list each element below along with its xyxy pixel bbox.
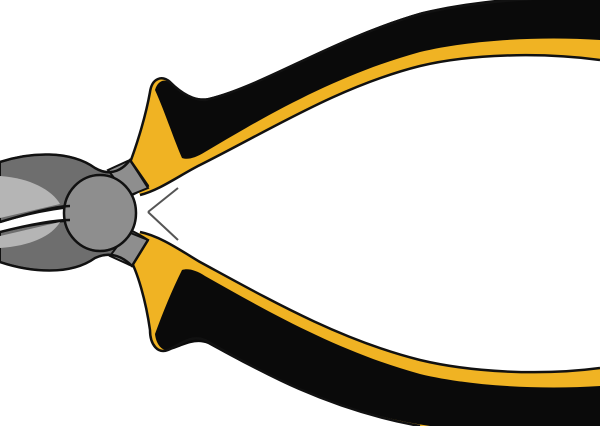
spring-wire bbox=[147, 187, 179, 241]
spring-lower-arm bbox=[147, 211, 179, 241]
upper-handle bbox=[126, 0, 600, 197]
lower-jaw-blade bbox=[0, 222, 60, 248]
spring-upper-arm bbox=[147, 187, 179, 213]
lower-handle-outline bbox=[126, 230, 600, 426]
upper-handle-yellow-grip bbox=[128, 0, 600, 195]
head-outline bbox=[0, 153, 150, 272]
upper-jaw-blade bbox=[0, 176, 60, 218]
lower-handle-black-grip bbox=[155, 269, 600, 426]
pivot-outline bbox=[62, 173, 138, 253]
upper-handle-outline bbox=[126, 0, 600, 197]
upper-handle-black-grip bbox=[155, 0, 600, 159]
lower-handle-yellow-grip bbox=[128, 232, 600, 426]
lower-handle bbox=[126, 230, 600, 426]
metal-head bbox=[0, 153, 150, 272]
